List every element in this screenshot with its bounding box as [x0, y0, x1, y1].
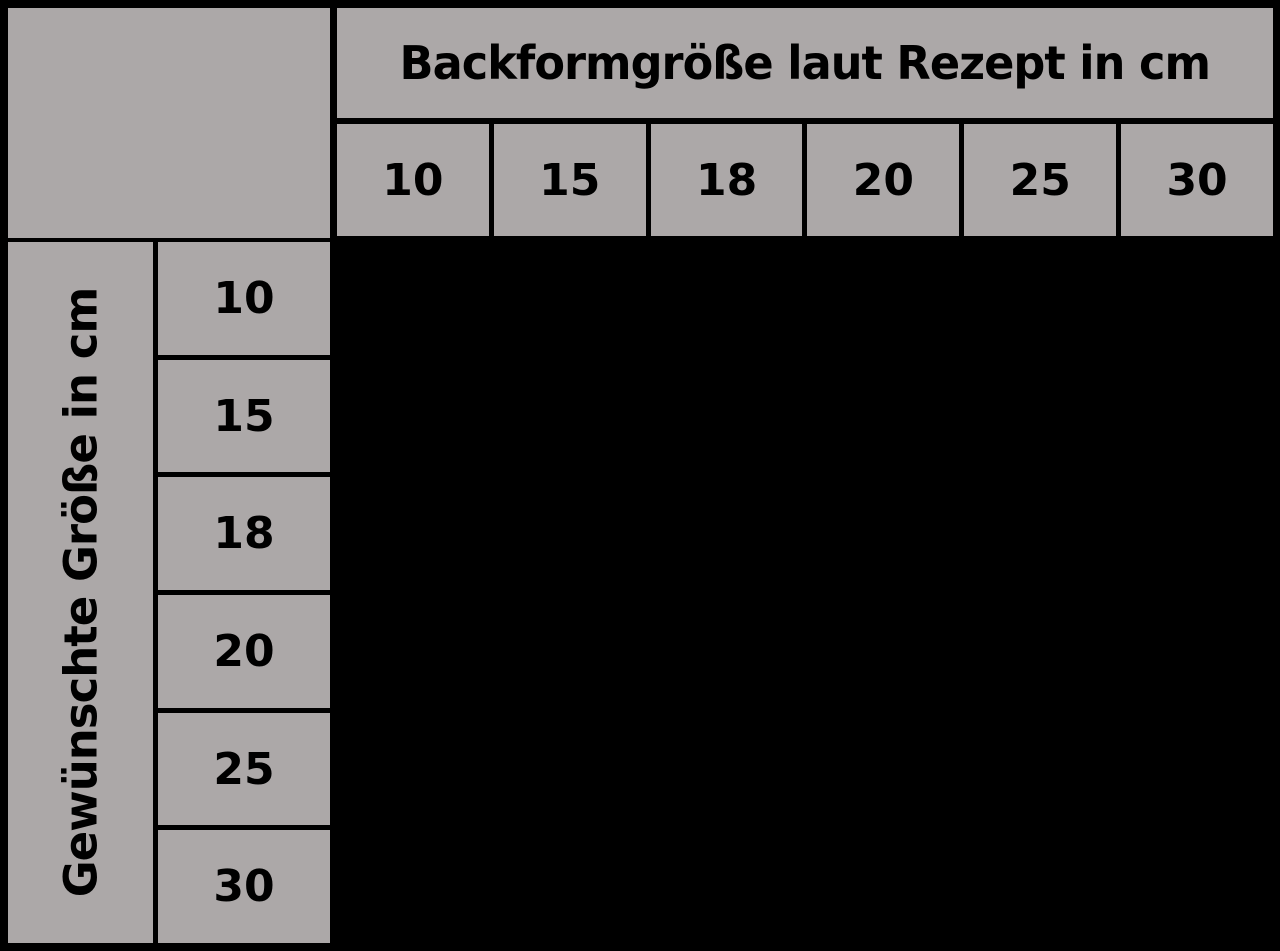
row-axis-label-text: Gewünschte Größe in cm: [54, 287, 107, 898]
column-header-30: 30: [1121, 124, 1273, 236]
row-header-15: 15: [158, 359, 330, 473]
column-axis-title: Backformgröße laut Rezept in cm: [337, 8, 1273, 118]
column-header-25: 25: [964, 124, 1117, 236]
column-header-18: 18: [650, 124, 803, 236]
data-area: [337, 242, 1273, 943]
row-header-20: 20: [158, 595, 330, 708]
row-header-30: 30: [158, 830, 330, 944]
row-axis-label-cell: Gewünschte Größe in cm: [8, 242, 153, 943]
column-header-20: 20: [807, 124, 960, 236]
row-header-column: 10 15 18 20 25 30: [158, 242, 330, 944]
column-header-row: 10 15 18 20 25 30: [337, 124, 1273, 236]
column-axis-title-text: Backformgröße laut Rezept in cm: [399, 36, 1211, 90]
column-header-15: 15: [493, 124, 646, 236]
row-header-18: 18: [158, 477, 330, 591]
row-header-10: 10: [158, 242, 330, 355]
corner-cell: [8, 8, 330, 238]
row-header-25: 25: [158, 712, 330, 826]
column-header-10: 10: [337, 124, 489, 236]
